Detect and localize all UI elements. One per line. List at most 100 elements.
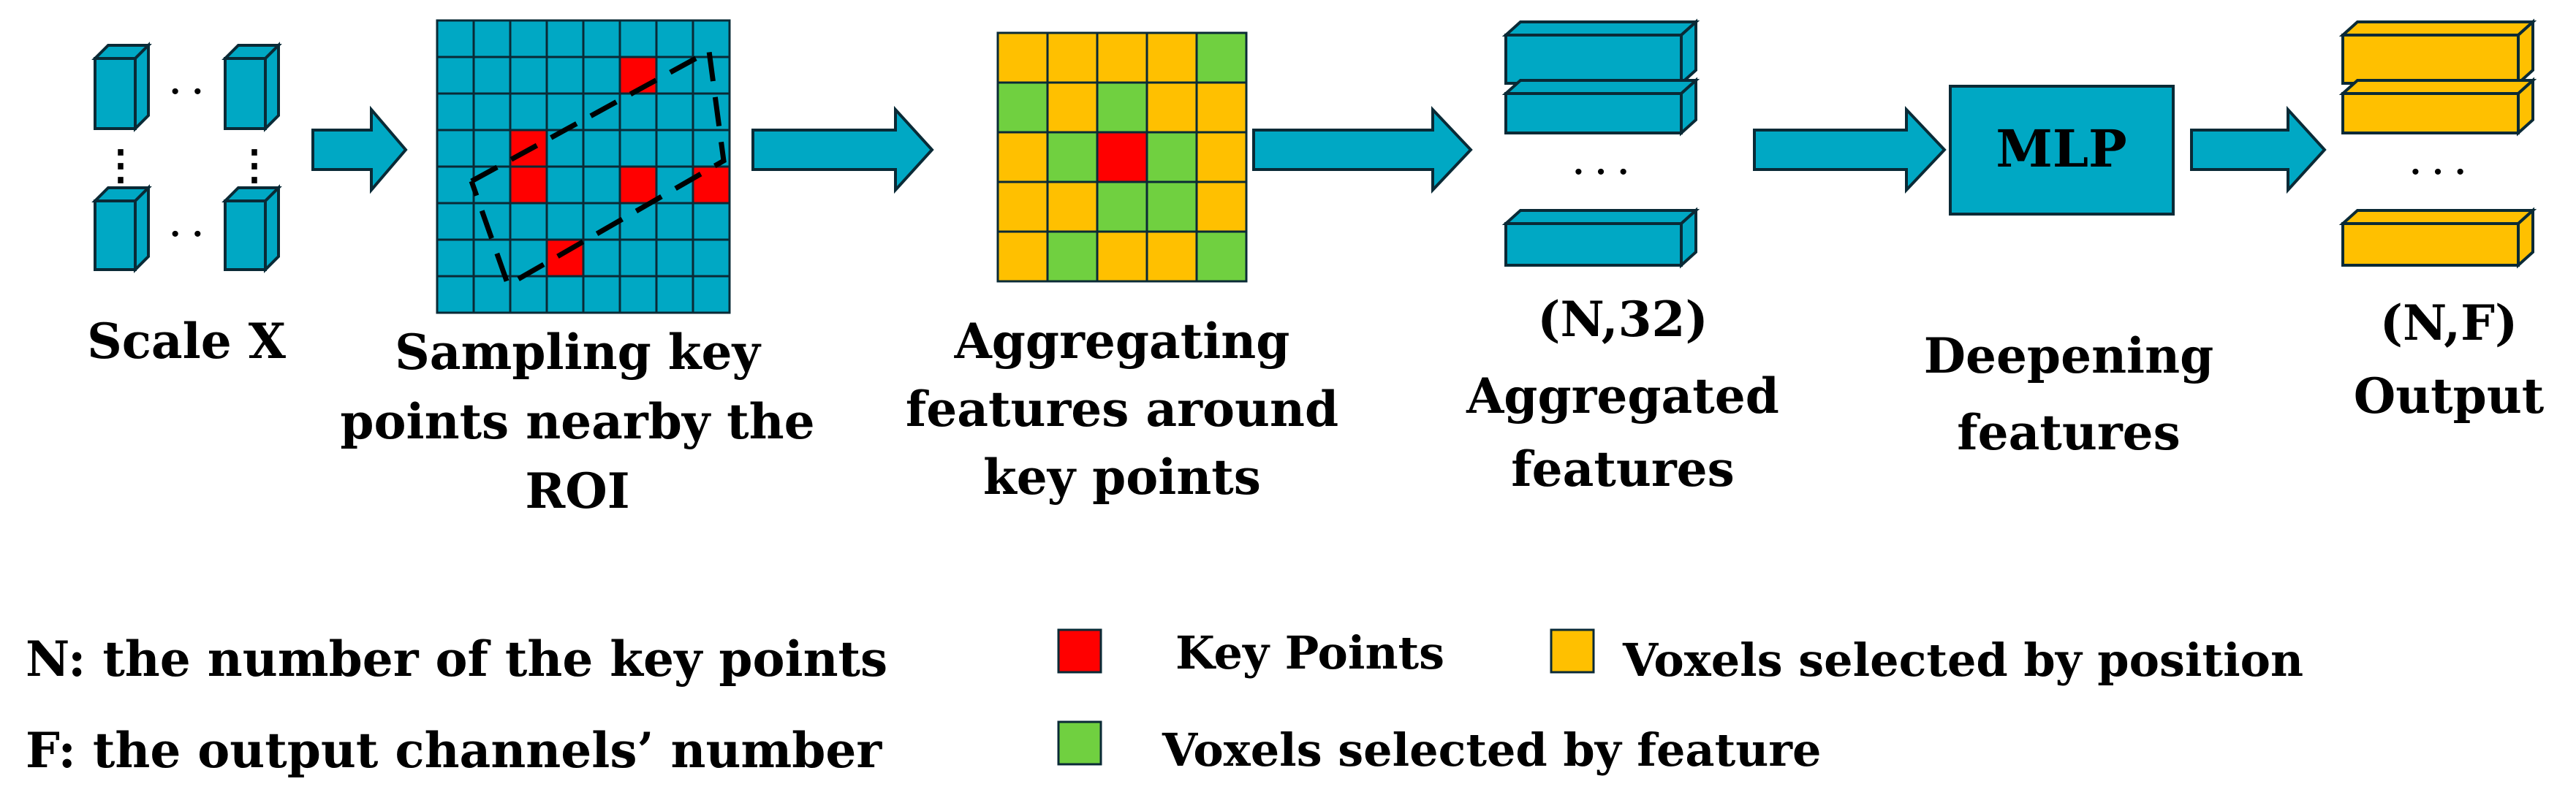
aggregating-grid-cell [1046,81,1099,134]
sampling-grid-cell [692,92,731,132]
aggregating-grid-cell [1046,131,1099,183]
mlp-label: MLP [1996,118,2126,179]
label-aggregating-3: key points [983,449,1261,506]
sampling-grid-cell [655,19,694,58]
legend-voxels-feature: Voxels selected by feature [1162,723,1821,777]
aggregating-grid-cell [1096,81,1148,134]
label-aggregating-2: features around [906,381,1338,438]
cube-bottom-left [91,184,152,273]
aggregating-grid-cell [1096,230,1148,283]
aggregated-slab-2 [1501,77,1700,137]
sampling-grid-cell [655,275,694,314]
aggregating-grid-cell [1096,131,1148,183]
sampling-grid-cell [509,275,548,314]
aggregating-grid-cell [996,230,1049,283]
aggregating-grid-cell [996,180,1049,233]
sampling-grid-cell [509,202,548,241]
label-sampling-3: ROI [525,463,629,520]
label-aggregated-3: features [1511,441,1735,498]
sampling-grid-cell [436,56,475,95]
sampling-grid-cell [472,129,512,168]
aggregating-grid-cell [996,81,1049,134]
roi-dashed-outline [469,47,727,289]
arrow-1 [311,105,408,194]
aggregating-grid-cell [996,131,1049,183]
legend-n-definition: N: the number of the key points [26,631,887,688]
label-aggregated-1: (N,32) [1537,291,1708,348]
aggregated-slab-1 [1501,18,1700,87]
sampling-grid-cell [692,165,731,205]
label-scale-x: Scale X [87,313,287,370]
cube-bottom-right [221,184,282,273]
sampling-grid-cell [472,275,512,314]
sampling-grid-cell [436,19,475,58]
sampling-grid-cell [618,165,658,205]
scale-x-cubes: · · · · ⋮ ⋮ [91,42,282,273]
ellipsis-h-bottom: · · [170,216,203,253]
sampling-grid-cell [509,56,548,95]
sampling-grid-cell [582,19,621,58]
sampling-grid-cell [582,165,621,205]
sampling-grid-cell [618,92,658,132]
output-slab-2 [2338,77,2537,137]
label-output-1: (N,F) [2380,294,2518,351]
label-deepening-1: Deepening [1924,327,2214,384]
aggregating-grid-cell [1096,31,1148,84]
aggregating-grid-cell [1195,131,1248,183]
cube-top-right [221,42,282,132]
sampling-grid-cell [509,238,548,278]
ellipsis-v-left: ⋮ [100,141,141,189]
sampling-grid-cell [545,92,585,132]
legend-f-definition: F: the output channels’ number [26,722,882,779]
sampling-grid-cell [582,275,621,314]
sampling-grid-cell [472,92,512,132]
legend-swatch-key-points [1057,628,1102,674]
aggregating-grid-cell [1195,81,1248,134]
output-slab-3 [2338,207,2537,269]
sampling-grid-cell [618,129,658,168]
ellipsis-h-top: · · [170,73,203,110]
sampling-grid-cell [545,56,585,95]
sampling-grid-cell [436,165,475,205]
aggregating-grid-cell [1145,230,1198,283]
sampling-grid-cell [655,238,694,278]
output-slab-1 [2338,18,2537,87]
label-aggregating-1: Aggregating [954,313,1290,370]
aggregating-grid-cell [1046,180,1099,233]
aggregating-grid-cell [1145,81,1198,134]
sampling-grid-cell [436,238,475,278]
sampling-grid-cell [509,165,548,205]
label-output-2: Output [2354,368,2545,425]
sampling-grid-cell [582,129,621,168]
label-aggregated-2: Aggregated [1466,368,1779,425]
aggregating-grid-cell [996,31,1049,84]
ellipsis-v-right: ⋮ [234,141,275,189]
sampling-grid-cell [545,202,585,241]
sampling-grid-cell [655,202,694,241]
sampling-grid-cell [436,129,475,168]
aggregating-grid-cell [1145,180,1198,233]
sampling-grid-cell [436,275,475,314]
legend-swatch-position [1550,628,1595,674]
output-ellipsis: · · · [2410,153,2466,191]
mlp-box [1949,85,2175,216]
sampling-grid-cell [692,238,731,278]
aggregating-grid [996,31,1248,283]
sampling-grid-cell [545,19,585,58]
aggregating-grid-cell [1145,131,1198,183]
legend-swatch-feature [1057,720,1102,766]
label-deepening-2: features [1957,404,2181,461]
sampling-grid-cell [472,19,512,58]
sampling-grid-cell [509,92,548,132]
sampling-grid-cell [545,275,585,314]
legend-voxels-position: Voxels selected by position [1622,633,2303,687]
legend-key-points: Key Points [1175,626,1444,680]
arrow-2 [751,105,934,194]
sampling-grid-cell [618,19,658,58]
aggregating-grid-cell [1096,180,1148,233]
aggregating-grid-cell [1145,31,1198,84]
arrow-5 [2190,105,2327,194]
arrow-3 [1252,105,1473,194]
aggregated-ellipsis: · · · [1573,153,1629,191]
